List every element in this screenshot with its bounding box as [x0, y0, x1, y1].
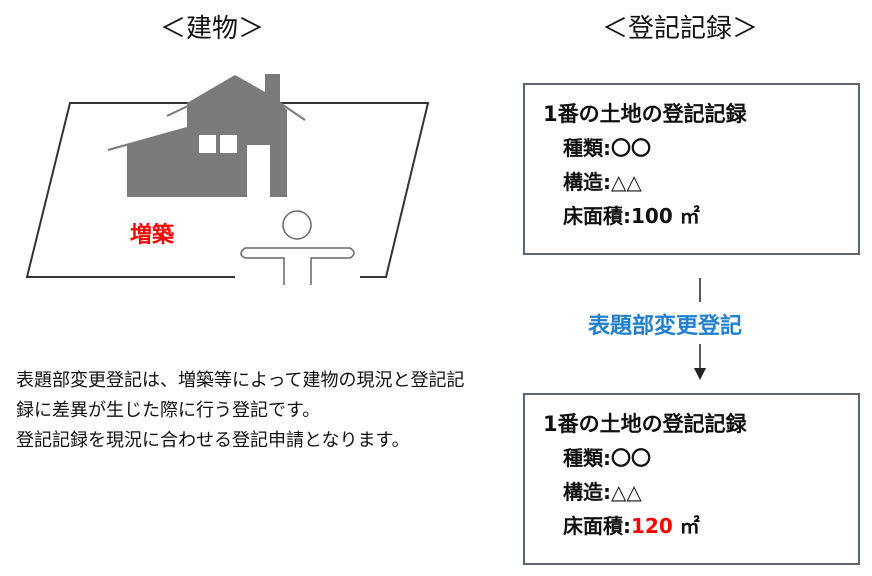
description: 表題部変更登記は、増築等によって建物の現況と登記記録に差異が生じた際に行う登記で… [16, 366, 476, 456]
structure-label: 構造: [563, 480, 611, 504]
record-title: 1番の土地の登記記録 [543, 102, 747, 126]
area-value: 100 [631, 204, 673, 228]
description-para-1: 表題部変更登記は、増築等によって建物の現況と登記記録に差異が生じた際に行う登記で… [16, 370, 465, 421]
extension-label: 増築 [130, 222, 175, 248]
kind-label: 種類: [563, 446, 611, 470]
area-unit: ㎡ [679, 514, 700, 538]
person-icon [235, 208, 360, 286]
area-value-changed: 120 [631, 514, 673, 538]
building-heading: ＜建物＞ [160, 14, 265, 44]
record-after-box: 1番の土地の登記記録 種類:〇〇 構造:△△ 床面積:120 ㎡ [523, 393, 860, 565]
building-illustration: 増築 [25, 74, 430, 286]
structure-value: △△ [611, 170, 642, 194]
kind-label: 種類: [563, 136, 611, 160]
structure-value: △△ [611, 480, 642, 504]
kind-value: 〇〇 [611, 136, 651, 160]
process-label: 表題部変更登記 [588, 314, 743, 339]
record-title: 1番の土地の登記記録 [543, 412, 747, 436]
house-icon [107, 74, 306, 197]
description-para-2: 登記記録を現況に合わせる登記申請となります。 [16, 430, 410, 451]
record-heading: ＜登記記録＞ [602, 14, 759, 44]
flow-arrow [694, 278, 706, 380]
structure-label: 構造: [563, 170, 611, 194]
record-before-box: 1番の土地の登記記録 種類:〇〇 構造:△△ 床面積:100 ㎡ [523, 83, 860, 255]
area-unit: ㎡ [679, 204, 700, 228]
land-parcel [25, 102, 430, 278]
area-label: 床面積: [563, 514, 631, 538]
arrow-down-icon [694, 368, 706, 380]
area-label: 床面積: [563, 204, 631, 228]
kind-value: 〇〇 [611, 446, 651, 470]
